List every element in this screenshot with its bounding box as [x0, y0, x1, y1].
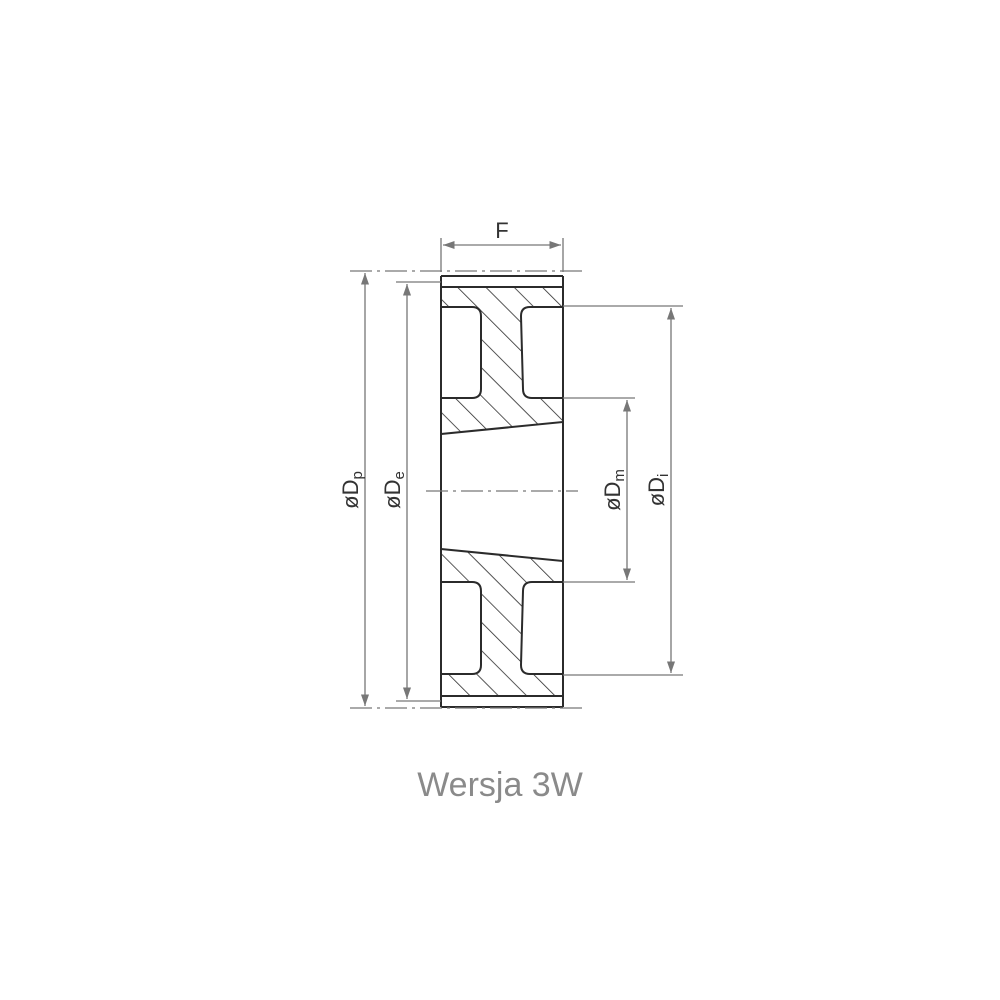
svg-text:øDi: øDi	[644, 474, 672, 507]
svg-text:øDm: øDm	[600, 469, 628, 511]
label-inner-diameter: øDi	[644, 474, 672, 507]
dimension-lines	[360, 240, 676, 706]
label-hub-diameter: øDm	[600, 469, 628, 511]
upper-section	[440, 286, 564, 436]
lower-section	[440, 547, 564, 697]
svg-text:øDe: øDe	[380, 471, 408, 509]
center-lines	[350, 270, 583, 709]
extension-lines	[396, 238, 683, 702]
label-outside-diameter: øDe	[380, 471, 408, 509]
label-pitch-diameter: øDp	[338, 471, 366, 509]
label-face-width: F	[495, 218, 508, 243]
version-caption: Wersja 3W	[417, 766, 583, 804]
svg-text:øDp: øDp	[338, 471, 366, 509]
dimension-labels: F øDp øDe øDm øDi	[338, 218, 672, 511]
